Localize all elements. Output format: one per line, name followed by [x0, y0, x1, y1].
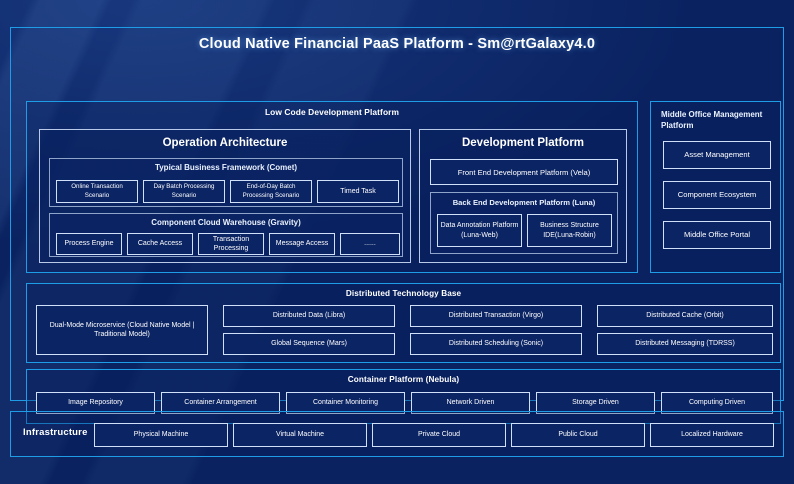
chip-private-cloud[interactable]: Private Cloud [372, 423, 506, 447]
chip-container-monitoring[interactable]: Container Monitoring [286, 392, 405, 414]
chip-end-of-day-batch-processing-scenario[interactable]: End-of-Day Batch Processing Scenario [230, 180, 312, 203]
back-end-development-platform-title: Back End Development Platform (Luna) [452, 198, 596, 207]
section-middle-office-management-platform: Middle Office Management Platform Asset … [650, 101, 781, 273]
section-infrastructure: Infrastructure Physical Machine Virtual … [10, 411, 784, 457]
chip-asset-management[interactable]: Asset Management [663, 141, 771, 169]
typical-business-framework-title: Typical Business Framework (Comet) [154, 163, 298, 172]
chip-more-ellipsis[interactable]: ...... [340, 233, 400, 255]
group-typical-business-framework: Typical Business Framework (Comet) Onlin… [49, 158, 403, 207]
infrastructure-label: Infrastructure [23, 427, 88, 438]
chip-distributed-data[interactable]: Distributed Data (Libra) [223, 305, 395, 327]
chip-message-access[interactable]: Message Access [269, 233, 335, 255]
chip-network-driven[interactable]: Network Driven [411, 392, 530, 414]
chip-online-transaction-scenario[interactable]: Online Transaction Scenario [56, 180, 138, 203]
section-low-code-development-platform: Low Code Development Platform Operation … [26, 101, 638, 273]
page-title: Cloud Native Financial PaaS Platform - S… [198, 36, 596, 52]
chip-process-engine[interactable]: Process Engine [56, 233, 122, 255]
development-platform-title: Development Platform [461, 137, 585, 149]
chip-dual-mode-microservice[interactable]: Dual-Mode Microservice (Cloud Native Mod… [36, 305, 208, 355]
chip-computing-driven[interactable]: Computing Driven [661, 392, 773, 414]
chip-container-arrangement[interactable]: Container Arrangement [161, 392, 280, 414]
chip-global-sequence[interactable]: Global Sequence (Mars) [223, 333, 395, 355]
chip-public-cloud[interactable]: Public Cloud [511, 423, 645, 447]
operation-architecture-title: Operation Architecture [162, 137, 288, 149]
panel-operation-architecture: Operation Architecture Typical Business … [39, 129, 411, 263]
chip-front-end-development-platform[interactable]: Front End Development Platform (Vela) [430, 159, 618, 185]
chip-virtual-machine[interactable]: Virtual Machine [233, 423, 367, 447]
chip-storage-driven[interactable]: Storage Driven [536, 392, 655, 414]
chip-physical-machine[interactable]: Physical Machine [94, 423, 228, 447]
chip-localized-hardware[interactable]: Localized Hardware [650, 423, 774, 447]
panel-development-platform: Development Platform Front End Developme… [419, 129, 627, 263]
platform-frame: Cloud Native Financial PaaS Platform - S… [10, 27, 784, 424]
chip-day-batch-processing-scenario[interactable]: Day Batch Processing Scenario [143, 180, 225, 203]
section-distributed-technology-base: Distributed Technology Base Dual-Mode Mi… [26, 283, 781, 363]
component-cloud-warehouse-title: Component Cloud Warehouse (Gravity) [151, 218, 301, 227]
chip-image-repository[interactable]: Image Repository [36, 392, 155, 414]
chip-distributed-scheduling[interactable]: Distributed Scheduling (Sonic) [410, 333, 582, 355]
chip-distributed-messaging[interactable]: Distributed Messaging (TDRSS) [597, 333, 773, 355]
section-container-platform: Container Platform (Nebula) Image Reposi… [26, 369, 781, 424]
middle-office-title: Middle Office Management Platform [661, 110, 763, 130]
low-code-title: Low Code Development Platform [264, 107, 400, 117]
chip-middle-office-portal[interactable]: Middle Office Portal [663, 221, 771, 249]
group-component-cloud-warehouse: Component Cloud Warehouse (Gravity) Proc… [49, 213, 403, 257]
distributed-technology-base-title: Distributed Technology Base [345, 289, 462, 298]
chip-timed-task[interactable]: Timed Task [317, 180, 399, 203]
chip-data-annotation-platform[interactable]: Data Annotation Platform (Luna-Web) [437, 214, 522, 247]
chip-business-structure-ide[interactable]: Business Structure IDE(Luna-Robin) [527, 214, 612, 247]
group-back-end-development-platform: Back End Development Platform (Luna) Dat… [430, 192, 618, 254]
chip-transaction-processing[interactable]: Transaction Processing [198, 233, 264, 255]
chip-distributed-transaction[interactable]: Distributed Transaction (Virgo) [410, 305, 582, 327]
container-platform-title: Container Platform (Nebula) [347, 375, 460, 384]
chip-cache-access[interactable]: Cache Access [127, 233, 193, 255]
chip-component-ecosystem[interactable]: Component Ecosystem [663, 181, 771, 209]
chip-distributed-cache[interactable]: Distributed Cache (Orbit) [597, 305, 773, 327]
